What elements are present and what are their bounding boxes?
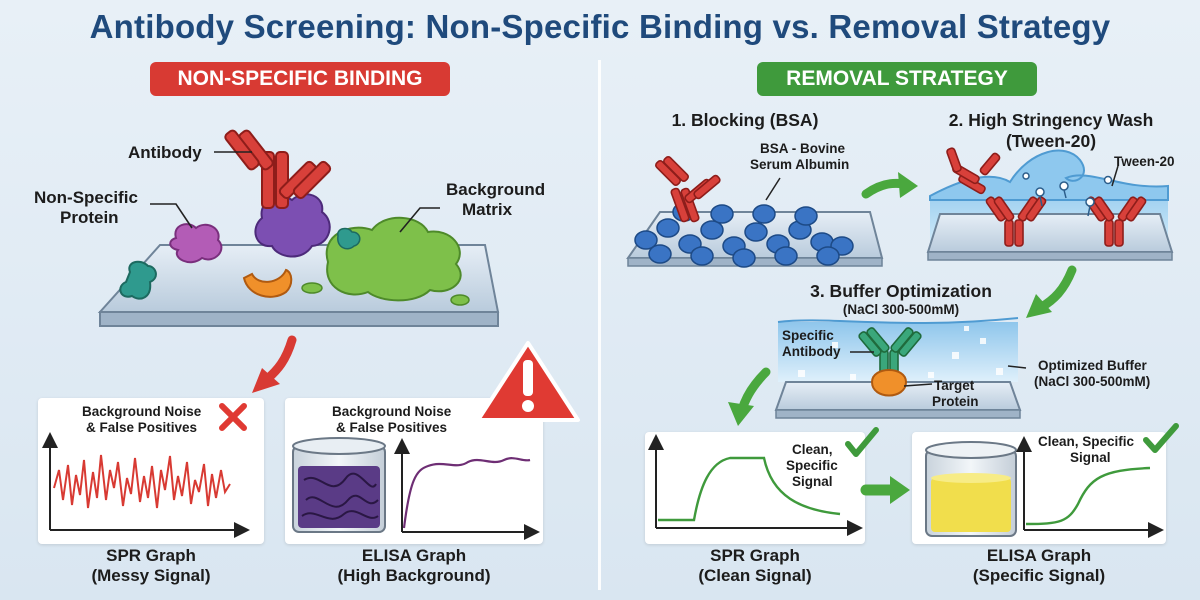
bsa-ball <box>690 246 714 266</box>
step2-title-line2: (Tween-20) <box>1005 131 1097 151</box>
bsa-leader-line <box>765 177 781 201</box>
specific-antibody-label-line1: Specific <box>782 328 834 343</box>
elisa-specific-note-line1: Clean, Specific <box>1038 434 1135 449</box>
step3-subtitle: (NaCl 300-500mM) <box>842 302 960 317</box>
specific-antibody-label-line2: Antibody <box>782 344 841 359</box>
target-protein <box>870 369 908 397</box>
bsa-ball <box>656 218 680 238</box>
bsa-ball <box>752 204 776 224</box>
bsa-ball <box>634 230 658 250</box>
step2-title-line1: 2. High Stringency Wash <box>948 110 1154 130</box>
buffer-leader-lines <box>850 351 1027 387</box>
arrow-icon <box>252 335 297 393</box>
elisa-specific-caption-line2: (Specific Signal) <box>972 566 1106 585</box>
bsa-ball <box>700 220 724 240</box>
spr-messy-caption-line2: (Messy Signal) <box>91 566 211 585</box>
matrix-label-line2: Matrix <box>462 200 513 219</box>
spr-noise-note-line2: & False Positives <box>86 420 198 435</box>
elisa-specific-note-line2: Signal <box>1070 450 1111 465</box>
page-title: Antibody Screening: Non-Specific Binding… <box>89 8 1111 45</box>
spr-clean-note-line3: Signal <box>792 474 833 489</box>
spr-messy-caption-line1: SPR Graph <box>106 546 196 565</box>
arrow-icon <box>1026 265 1077 318</box>
antibody-bound-pair <box>985 196 1147 247</box>
spr-messy-graph <box>42 432 250 538</box>
protein-label-line1: Non-Specific <box>34 188 138 207</box>
arrow-icon <box>728 367 771 426</box>
bsa-ball <box>816 246 840 266</box>
step1-title: 1. Blocking (BSA) <box>671 110 819 130</box>
elisa-high-graph <box>394 438 540 540</box>
bsa-label-line2: Serum Albumin <box>750 157 850 172</box>
check-icon <box>1143 423 1179 453</box>
specific-antibody <box>858 327 922 381</box>
bsa-ball <box>794 206 818 226</box>
target-protein-label-line1: Target <box>934 378 975 393</box>
arrow-icon <box>861 172 918 199</box>
warning-icon <box>476 341 580 422</box>
check-icon <box>845 427 879 457</box>
center-divider <box>598 60 601 590</box>
beaker-yellow <box>925 441 1017 537</box>
elisa-high-caption-line2: (High Background) <box>337 566 491 585</box>
elisa-high-caption-line1: ELISA Graph <box>361 546 467 565</box>
spr-clean-caption-line2: (Clean Signal) <box>698 566 812 585</box>
antibody-left <box>224 129 332 209</box>
non-specific-protein-blob <box>119 193 361 300</box>
spr-noise-note-line1: Background Noise <box>82 404 202 419</box>
bsa-molecules <box>634 202 854 268</box>
bsa-ball <box>744 222 768 242</box>
buffer-scene <box>774 317 1022 419</box>
matrix-label-line1: Background <box>446 180 546 199</box>
elisa-noise-note-line2: & False Positives <box>336 420 448 435</box>
spr-clean-note-line2: Specific <box>786 458 838 473</box>
tween-label: Tween-20 <box>1114 154 1175 169</box>
beaker-purple <box>292 437 386 533</box>
arrow-icon <box>860 476 910 504</box>
tween-leader-line <box>1111 165 1119 187</box>
buffer-label-line1: Optimized Buffer <box>1038 358 1147 373</box>
antibody-label: Antibody <box>128 143 202 162</box>
elisa-noise-note-line1: Background Noise <box>332 404 452 419</box>
buffer-label-line2: (NaCl 300-500mM) <box>1034 374 1151 389</box>
elisa-specific-caption-line1: ELISA Graph <box>986 546 1092 565</box>
left-leader-lines <box>150 151 440 233</box>
cross-icon <box>219 403 247 431</box>
bsa-label-line1: BSA - Bovine <box>760 141 846 156</box>
protein-label-line2: Protein <box>60 208 119 227</box>
antibody-washed-away <box>946 147 1001 195</box>
antibody-bound <box>985 196 1047 247</box>
tween-molecules <box>1022 172 1113 217</box>
non-specific-binding-banner: NON-SPECIFIC BINDING <box>150 62 450 96</box>
bsa-ball <box>774 246 798 266</box>
spr-clean-graph <box>648 434 863 536</box>
spr-clean-caption-line1: SPR Graph <box>710 546 800 565</box>
spr-clean-card <box>645 432 865 544</box>
antibody-blocked <box>655 156 721 223</box>
bsa-ball <box>710 204 734 224</box>
elisa-specific-graph <box>1016 436 1164 538</box>
antibody-bound <box>1085 196 1147 247</box>
spr-clean-note-line1: Clean, <box>792 442 833 457</box>
step3-title: 3. Buffer Optimization <box>810 281 992 301</box>
removal-strategy-banner: REMOVAL STRATEGY <box>757 62 1037 96</box>
bsa-ball <box>732 248 756 268</box>
target-protein-label-line2: Protein <box>932 394 979 409</box>
bsa-ball <box>648 244 672 264</box>
